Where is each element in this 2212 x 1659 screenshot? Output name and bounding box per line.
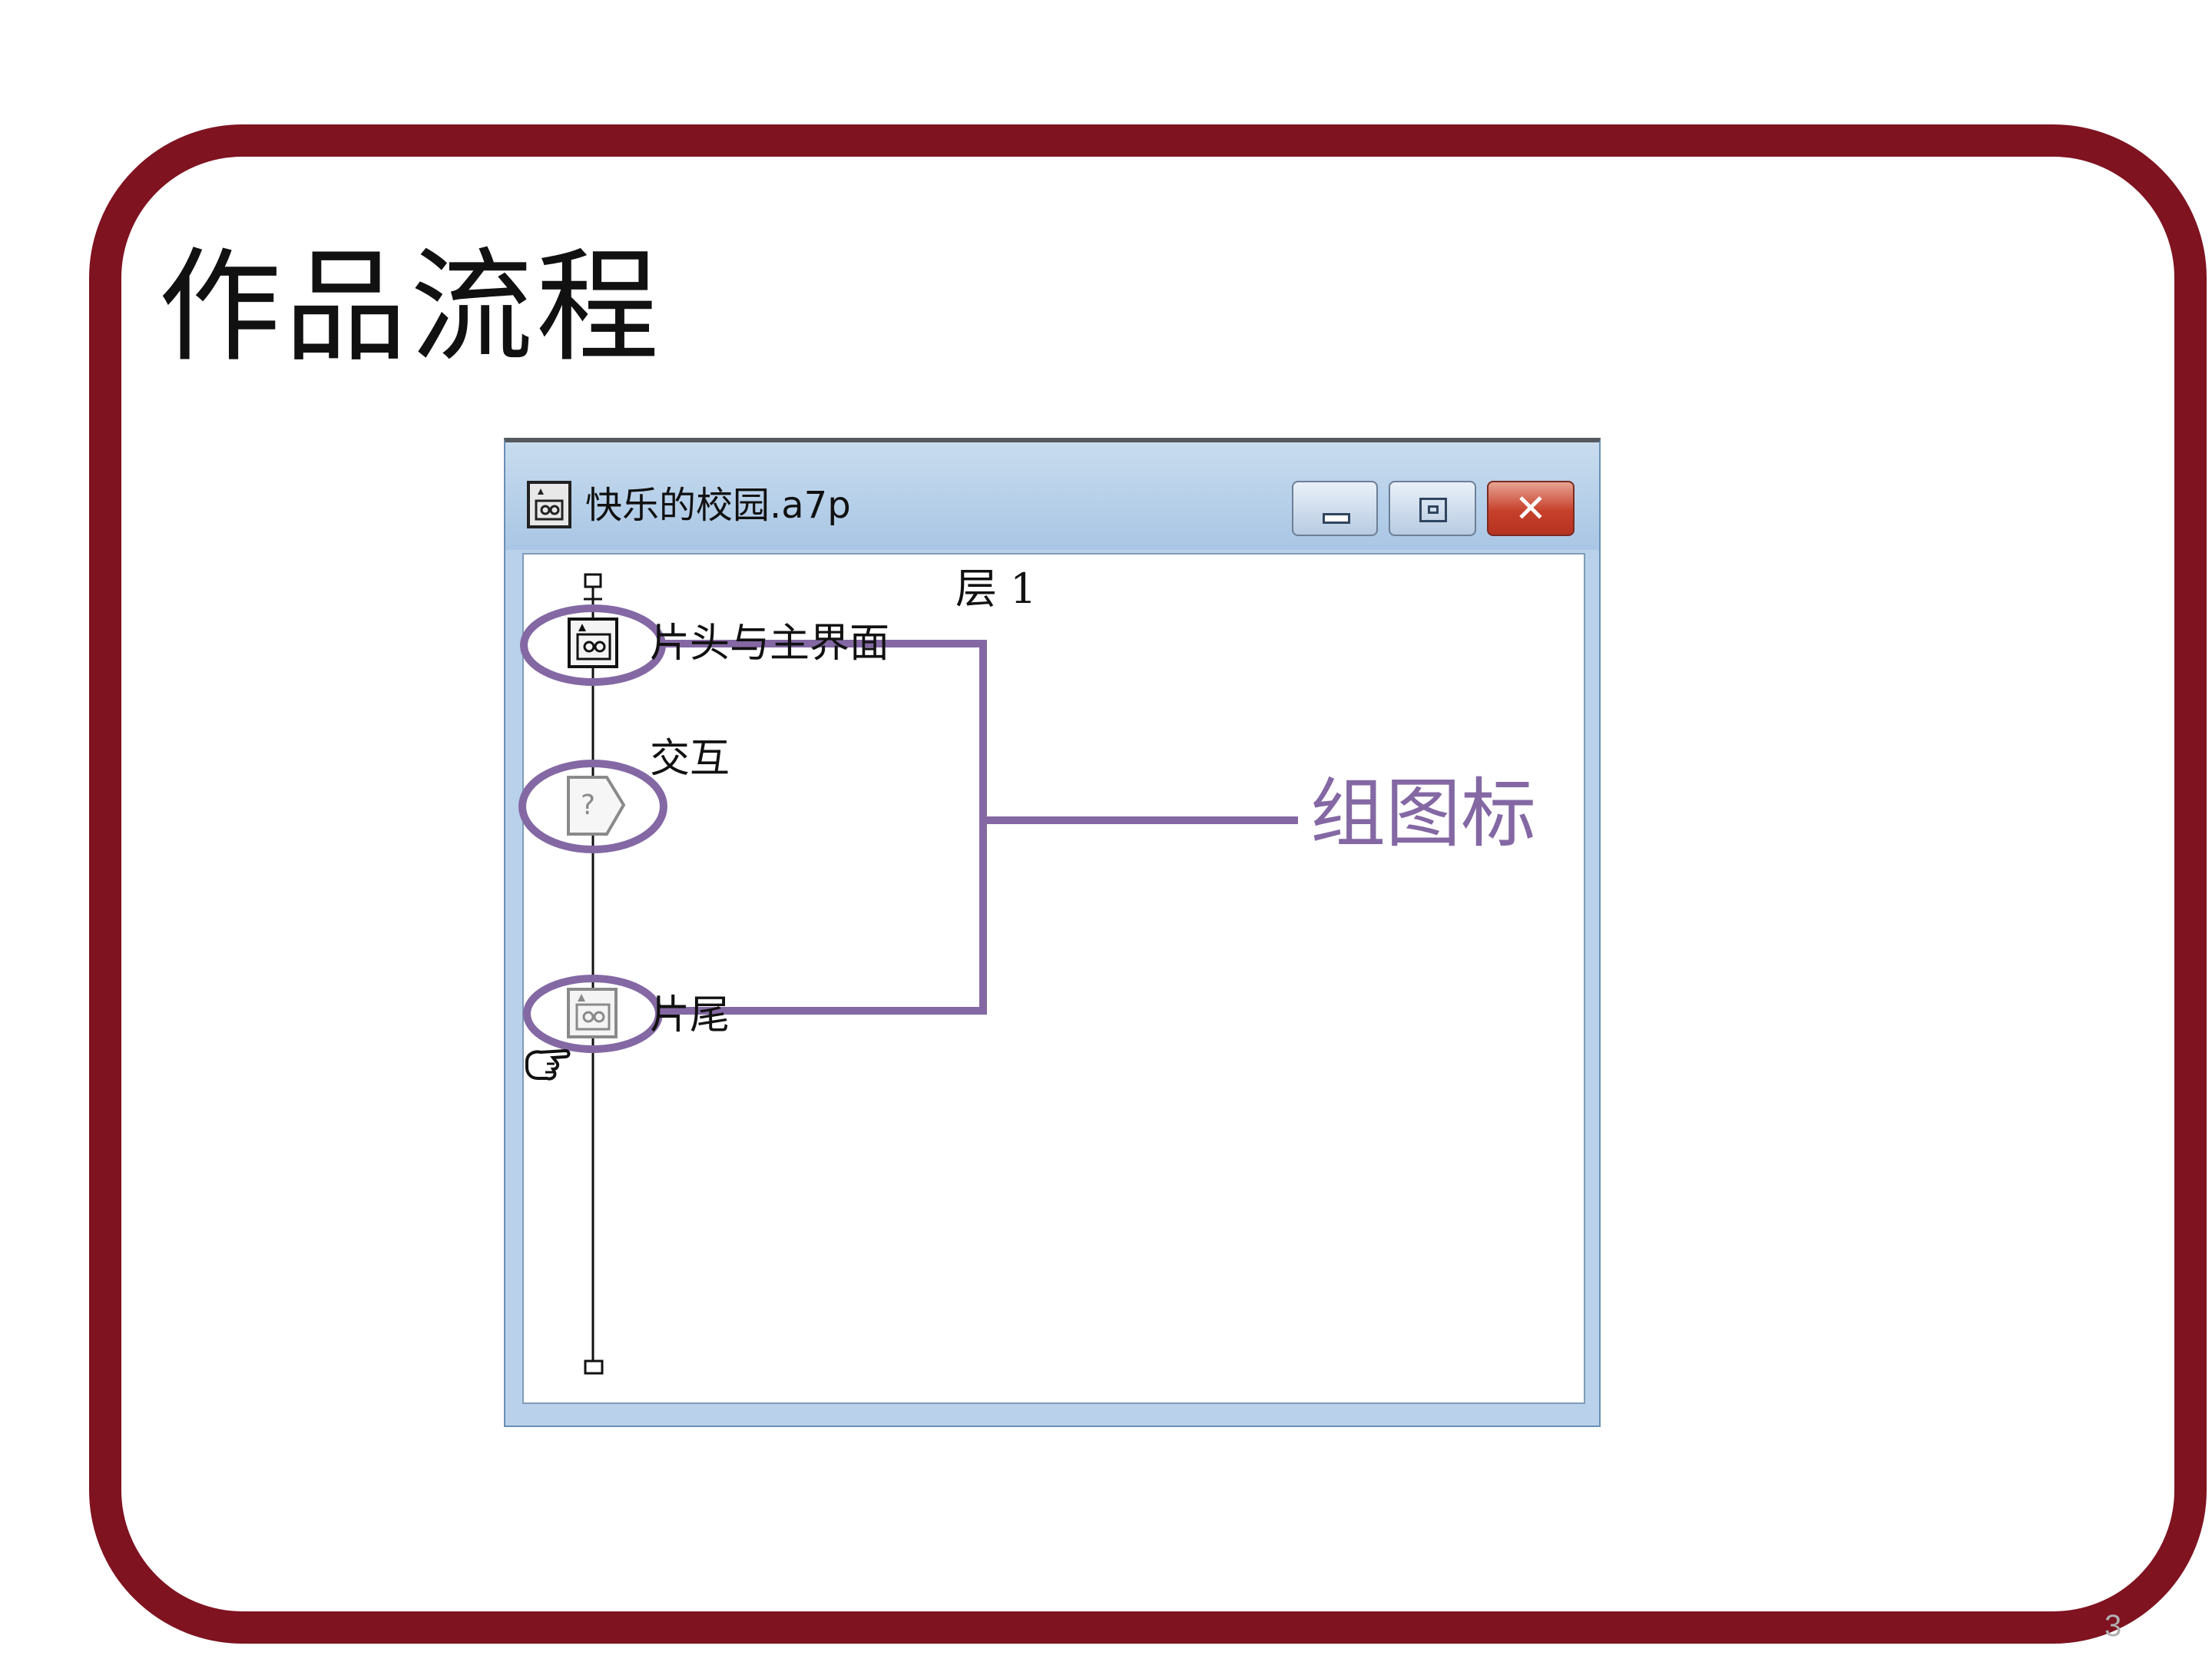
group-icon-callout: 组图标: [1310, 770, 1537, 858]
flow-label-1: 片头与主界面: [650, 621, 890, 667]
minimize-icon: [1323, 513, 1350, 524]
hand-pointer-icon: [524, 1038, 573, 1084]
maximize-icon: [1419, 498, 1447, 522]
window-titlebar[interactable]: 快乐的校园.a7p ✕: [505, 442, 1599, 550]
close-button[interactable]: ✕: [1487, 481, 1575, 536]
close-icon: ✕: [1515, 486, 1547, 531]
flow-label-2: 交互: [650, 736, 730, 782]
layer-label: 层 1: [955, 565, 1037, 613]
minimize-button[interactable]: [1292, 481, 1378, 536]
page-number: 3: [2104, 1609, 2122, 1643]
maximize-button[interactable]: [1389, 481, 1476, 536]
slide-title: 作品流程: [158, 235, 663, 379]
window-title: 快乐的校园.a7p: [585, 484, 851, 527]
flow-label-3: 片尾: [650, 992, 730, 1038]
authorware-window: 快乐的校园.a7p ✕: [504, 438, 1601, 1427]
flowline-canvas[interactable]: [522, 553, 1585, 1404]
map-icon: [527, 481, 571, 528]
